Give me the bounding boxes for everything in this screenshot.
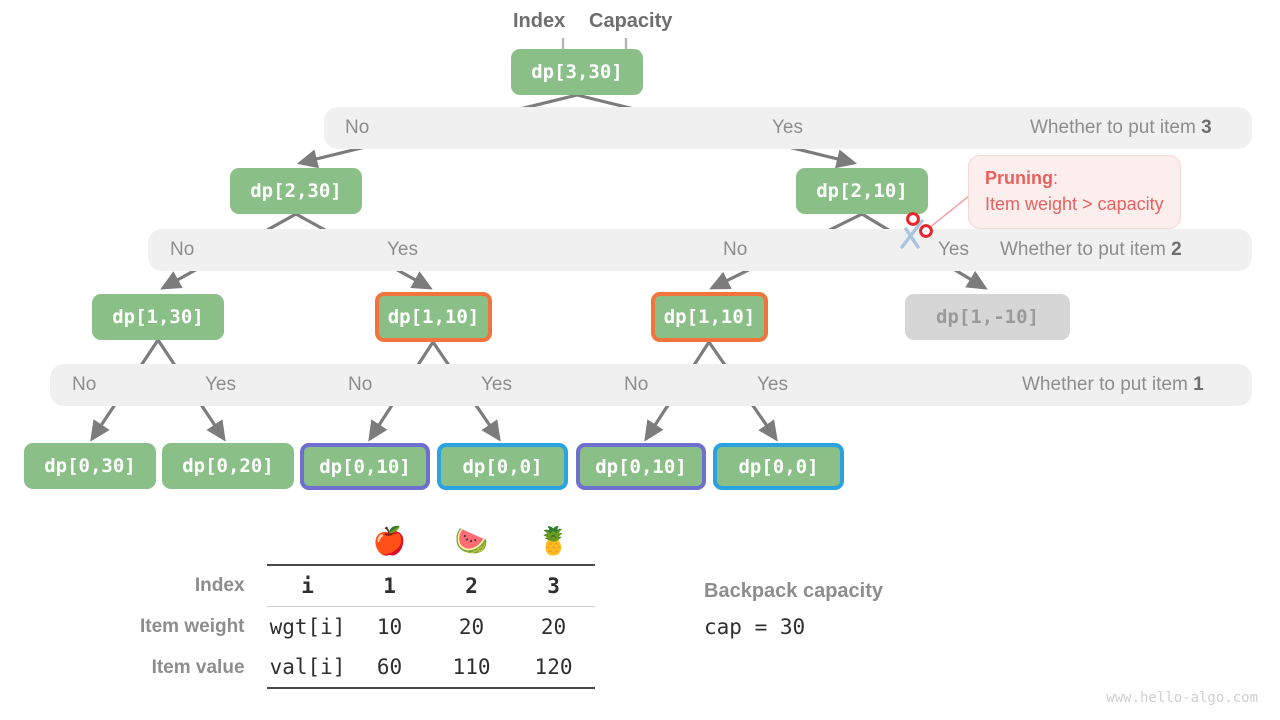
row-label-weight: Item weight [140,615,245,637]
band2-title: Whether to put item 2 [1000,229,1182,271]
band1-choice-no-1: No [72,374,97,395]
band3-choice-no: No [345,117,370,138]
band2-title-text: Whether to put item [1000,239,1172,260]
value-2: 110 [452,655,491,679]
emoji-key-spacer [267,518,349,565]
weight-2: 20 [430,605,513,647]
pruning-colon: : [1053,168,1059,188]
band2-title-num: 2 [1171,239,1182,260]
weight-3: 20 [512,605,595,647]
pruning-reason: Item weight > capacity [985,194,1164,214]
table-bottom-rule [140,687,595,692]
fruit-watermelon-icon: 🍉 [454,526,489,556]
weight-1: 10 [348,605,431,647]
weight-key: wgt[i] [266,605,349,647]
backpack-capacity-label: Backpack capacity [704,580,884,602]
tree-node-dp-0-0-b[interactable]: dp[0,0] [713,443,844,490]
tree-node-dp-3-30[interactable]: dp[3,30] [511,49,643,95]
band3-choice-yes: Yes [772,117,803,138]
bottom-rule-4 [512,687,595,692]
fruit-pineapple-icon: 🍍 [536,526,571,556]
row-label-index: Index [194,574,245,596]
band3-title: Whether to put item 3 [1030,107,1212,149]
scissors-icon [900,212,933,249]
bottom-rule-3 [430,687,513,692]
band1-choice-no-2: No [348,374,373,395]
value-3: 120 [534,655,573,679]
pruning-callout: Pruning: Item weight > capacity [968,155,1181,229]
table-row-emoji: 🍎 🍉 🍍 [140,518,595,565]
band1-title-text: Whether to put item [1022,374,1194,395]
band1-choice-yes-1: Yes [205,374,236,395]
capacity-label: Capacity [589,10,673,32]
decision-band-item1 [50,364,1252,406]
decision-band-item2 [148,229,1252,271]
tree-node-dp-0-10-b[interactable]: dp[0,10] [576,443,706,490]
value-key: val[i] [269,655,346,679]
item-table: 🍎 🍉 🍍 Index i 1 2 3 Item weight wgt[i] 1… [140,518,595,692]
index-2: 2 [430,564,513,606]
band3-title-num: 3 [1201,117,1212,138]
tree-node-dp-1-neg10-pruned[interactable]: dp[1,-10] [905,294,1070,340]
fruit-apple-icon: 🍎 [372,526,407,556]
tree-node-dp-0-0-a[interactable]: dp[0,0] [437,443,568,490]
tree-node-dp-1-10-a[interactable]: dp[1,10] [375,292,492,342]
band3-title-text: Whether to put item [1030,117,1202,138]
band2-choice-no-1: No [170,239,195,260]
tree-node-dp-2-10[interactable]: dp[2,10] [796,168,928,214]
backpack-capacity-value: cap = 30 [704,615,806,639]
band1-choice-no-3: No [624,374,649,395]
band2-choice-yes-1: Yes [387,239,418,260]
band2-choice-no-2: No [723,239,748,260]
band1-title: Whether to put item 1 [1022,364,1204,406]
watermark: www.hello-algo.com [1106,690,1258,706]
tree-node-dp-0-30[interactable]: dp[0,30] [24,443,156,489]
index-3: 3 [512,564,595,606]
index-label: Index [513,10,566,32]
emoji-row-spacer [140,518,267,565]
band1-choice-yes-3: Yes [757,374,788,395]
pruning-title-line: Pruning: [985,165,1164,191]
tree-node-dp-2-30[interactable]: dp[2,30] [230,168,362,214]
bottom-rule-1 [266,687,349,692]
index-1: 1 [348,564,431,606]
bottom-rule-2 [348,687,431,692]
table-row-weight: Item weight wgt[i] 10 20 20 [140,605,595,647]
tree-node-dp-0-20[interactable]: dp[0,20] [162,443,294,489]
table-row-index: Index i 1 2 3 [140,564,595,606]
table-row-value: Item value val[i] 60 110 120 [140,647,595,688]
tree-node-dp-0-10-a[interactable]: dp[0,10] [300,443,430,490]
band2-choice-yes-2: Yes [938,239,969,260]
band1-title-num: 1 [1193,374,1204,395]
value-1: 60 [376,655,403,679]
decision-band-item3 [324,107,1252,149]
bottom-rule-spacer [140,688,267,692]
tree-node-dp-1-30[interactable]: dp[1,30] [92,294,224,340]
tree-node-dp-1-10-b[interactable]: dp[1,10] [651,292,768,342]
band1-choice-yes-2: Yes [481,374,512,395]
pruning-title: Pruning [985,168,1053,188]
row-label-value: Item value [151,656,245,678]
index-key: i [266,564,349,606]
